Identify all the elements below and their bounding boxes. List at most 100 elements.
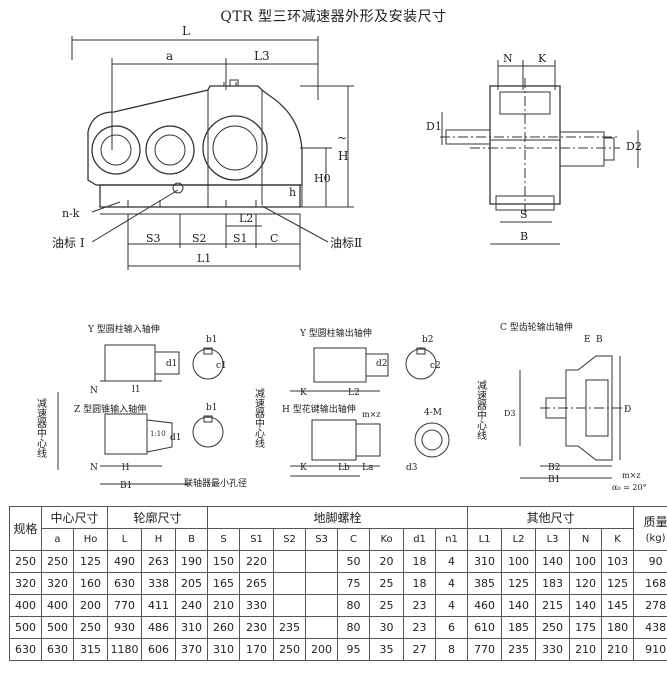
table-cell: 185: [501, 616, 537, 639]
dim-L: L: [182, 24, 190, 38]
dim-N: N: [503, 52, 513, 65]
table-cell: 310: [175, 616, 209, 639]
technical-drawing: L a L3 ~ H H0 h n-k: [35, 24, 647, 492]
table-cell: 330: [239, 594, 275, 617]
detail-c-output: C 型齿轮输出轴伸 E B D D3 B2 B1 m×z α₀ = 20°: [500, 321, 647, 492]
column-header: C: [337, 528, 371, 551]
dim-B2: B2: [548, 463, 560, 473]
column-header: N: [569, 528, 603, 551]
dim-D2: D2: [626, 140, 642, 153]
dim-l1-b: l1: [122, 463, 131, 473]
column-header: L3: [535, 528, 571, 551]
table-cell: 630: [41, 638, 74, 661]
dim-L2: L2: [239, 212, 253, 225]
table-cell: 120: [569, 572, 603, 595]
table-cell: 438: [633, 616, 667, 639]
table-cell: 235: [501, 638, 537, 661]
table-cell: 140: [501, 594, 537, 617]
label-oil-2: 油标Ⅱ: [330, 236, 362, 250]
table-cell: 315: [72, 638, 109, 661]
table-cell: 330: [535, 638, 571, 661]
table-cell: 310: [207, 638, 241, 661]
dim-S2: S2: [192, 232, 207, 245]
dim-d3: d3: [406, 463, 418, 473]
dim-d2-a: d2: [376, 359, 388, 369]
detail-z-input: Z 型圆锥输入轴伸 1:10 l1 N B1 b1 联轴器最小孔径 d1: [74, 403, 247, 491]
table-cell: 50: [337, 550, 371, 573]
column-header: K: [601, 528, 635, 551]
dim-S: S: [520, 208, 528, 221]
table-cell: 4: [435, 572, 469, 595]
table-cell: 170: [239, 638, 275, 661]
label-ratio: 1:10: [150, 430, 166, 438]
table-cell: 250: [72, 616, 109, 639]
table-cell: 385: [467, 572, 503, 595]
header-spec: 规格: [9, 506, 42, 551]
label-c-output: C 型齿轮输出轴伸: [500, 321, 573, 333]
table-cell: 263: [141, 550, 177, 573]
table-cell: 210: [601, 638, 635, 661]
table-cell: 180: [601, 616, 635, 639]
table-cell: 500: [41, 616, 74, 639]
table-cell: 95: [337, 638, 371, 661]
dim-E: E: [584, 335, 591, 345]
table-cell: 140: [569, 594, 603, 617]
label-center-line-a: 减速器中心线: [35, 398, 47, 458]
table-cell: [305, 550, 339, 573]
table-cell: 250: [9, 550, 42, 573]
table-cell: 320: [9, 572, 42, 595]
column-header: B: [175, 528, 209, 551]
dim-B1-b: B1: [548, 475, 560, 485]
table-cell: 460: [467, 594, 503, 617]
table-cell: 8: [435, 638, 469, 661]
table-cell: 490: [107, 550, 143, 573]
dim-c1-a: c1: [216, 361, 227, 371]
side-view: N K D1 D2 S B: [426, 52, 642, 245]
dim-K-b: K: [300, 463, 307, 473]
table-cell: 125: [72, 550, 109, 573]
table-cell: 23: [403, 616, 437, 639]
label-y-output: Y 型圆柱输出轴伸: [299, 327, 372, 339]
table-cell: 486: [141, 616, 177, 639]
table-cell: 80: [337, 594, 371, 617]
dim-h: h: [289, 186, 296, 199]
dim-l1-a: l1: [132, 385, 141, 395]
table-cell: 100: [501, 550, 537, 573]
table-cell: 165: [207, 572, 241, 595]
table-cell: 310: [467, 550, 503, 573]
svg-text:~: ~: [337, 131, 347, 145]
table-cell: 125: [601, 572, 635, 595]
table-cell: 770: [467, 638, 503, 661]
table-cell: 140: [535, 550, 571, 573]
table-cell: 210: [207, 594, 241, 617]
table-cell: 100: [569, 550, 603, 573]
label-z-input: Z 型圆锥输入轴伸: [74, 403, 146, 415]
header-mass: 质量 (kg): [633, 506, 667, 551]
table-cell: 200: [305, 638, 339, 661]
table-cell: 606: [141, 638, 177, 661]
table-cell: 150: [207, 550, 241, 573]
table-cell: 630: [9, 638, 42, 661]
table-cell: 25: [369, 594, 405, 617]
table-cell: 30: [369, 616, 405, 639]
dim-d1-a: d1: [166, 359, 178, 369]
dim-b1-a: b1: [206, 335, 218, 345]
column-header: a: [41, 528, 74, 551]
table-cell: 610: [467, 616, 503, 639]
table-cell: 411: [141, 594, 177, 617]
table-cell: 168: [633, 572, 667, 595]
header-center: 中心尺寸: [40, 506, 109, 529]
table-cell: 145: [601, 594, 635, 617]
table-cell: 630: [107, 572, 143, 595]
table-cell: 1180: [107, 638, 143, 661]
dim-d1-b: d1: [170, 433, 182, 443]
page-title: QTR 型三环减速器外形及安装尺寸: [220, 9, 447, 25]
dim-D3: D3: [504, 409, 516, 418]
table-cell: 338: [141, 572, 177, 595]
table-cell: 230: [239, 616, 275, 639]
dim-N-a: N: [90, 386, 98, 396]
header-bolts: 地脚螺栓: [207, 506, 469, 529]
